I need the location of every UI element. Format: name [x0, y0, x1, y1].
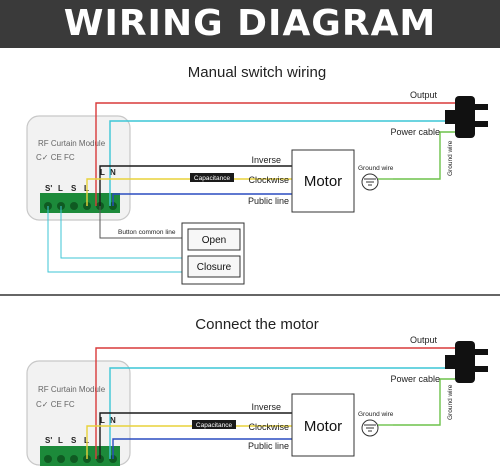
terminal-label: S	[71, 184, 77, 193]
public-line-label: Public line	[248, 196, 289, 206]
power-plug-icon	[445, 96, 488, 138]
terminal-block	[40, 193, 120, 213]
certification-marks: C✓ CE FC	[36, 400, 75, 409]
capacitance-label: Capacitance	[194, 175, 231, 182]
ground-symbol-icon	[361, 419, 379, 437]
power-cable-label: Power cable	[390, 374, 440, 384]
clockwise-label: Clockwise	[248, 422, 289, 432]
section-title: Connect the motor	[195, 316, 318, 333]
closure-button-label: Closure	[197, 262, 232, 273]
terminal-label: S'	[45, 436, 52, 445]
module-label: RF Curtain Module	[38, 139, 106, 148]
terminal-label: L	[58, 436, 63, 445]
terminal-label: S'	[45, 184, 52, 193]
capacitance-tag	[192, 420, 236, 429]
terminal-screw	[70, 455, 78, 463]
open-button-wire	[60, 206, 185, 259]
motor-label: Motor	[304, 418, 342, 435]
capacitance-tag	[190, 173, 234, 182]
certification-marks: C✓ CE FC	[36, 153, 75, 162]
terminal-screw	[70, 202, 78, 210]
ground-wire	[393, 131, 455, 180]
inverse-label: Inverse	[251, 155, 281, 165]
title-banner: WIRING DIAGRAM	[0, 0, 500, 48]
terminal-label: N	[110, 168, 116, 177]
public-line-wire	[112, 193, 292, 206]
open-button-label: Open	[202, 235, 226, 246]
inverse-wire	[99, 412, 292, 459]
clockwise-label: Clockwise	[248, 175, 289, 185]
motor-box	[291, 393, 355, 457]
terminal-label: L	[100, 416, 105, 425]
plug-ground-wire-label: Ground wire	[447, 384, 454, 420]
closure-button[interactable]	[187, 255, 241, 278]
ground-symbol-icon	[361, 173, 379, 191]
inverse-wire	[99, 165, 292, 206]
rf-curtain-module: RF Curtain Module C✓ CE FC S' L S L L N	[26, 115, 131, 221]
section-connect-motor: Connect the motor RF Curtain Module C✓ C…	[26, 316, 488, 466]
banner-title: WIRING DIAGRAM	[63, 3, 437, 44]
terminal-label: L	[58, 184, 63, 193]
power-cable-label: Power cable	[390, 127, 440, 137]
output-wire	[95, 102, 455, 206]
output-wire	[95, 347, 455, 459]
terminal-label: N	[110, 416, 116, 425]
terminal-screw	[44, 455, 52, 463]
motor-box	[291, 149, 355, 213]
open-button[interactable]	[187, 228, 241, 251]
motor-ground-wire-label: Ground wire	[358, 165, 394, 172]
inverse-label: Inverse	[251, 402, 281, 412]
module-label: RF Curtain Module	[38, 385, 106, 394]
button-common-line-label: Button common line	[118, 229, 176, 236]
closure-button-wire	[47, 206, 185, 273]
capacitance-label: Capacitance	[196, 422, 233, 429]
public-line-wire	[112, 438, 292, 459]
public-line-label: Public line	[248, 441, 289, 451]
power-cable-wire	[109, 120, 455, 206]
power-plug-icon	[445, 341, 488, 383]
section-manual-switch: Manual switch wiring RF Curtain Module C…	[26, 64, 488, 285]
output-label: Output	[410, 335, 438, 345]
button-common-line	[99, 206, 185, 239]
wiring-diagram: Manual switch wiring RF Curtain Module C…	[0, 64, 500, 466]
output-label: Output	[410, 90, 438, 100]
terminal-screw	[57, 455, 65, 463]
terminal-label: S	[71, 436, 77, 445]
section-title: Manual switch wiring	[188, 64, 326, 81]
ground-wire	[393, 378, 455, 426]
terminal-label: L	[100, 168, 105, 177]
motor-label: Motor	[304, 173, 342, 190]
plug-ground-wire-label: Ground wire	[447, 140, 454, 176]
power-cable-wire	[109, 367, 455, 459]
motor-ground-wire-label: Ground wire	[358, 411, 394, 418]
terminal-block	[40, 446, 120, 466]
